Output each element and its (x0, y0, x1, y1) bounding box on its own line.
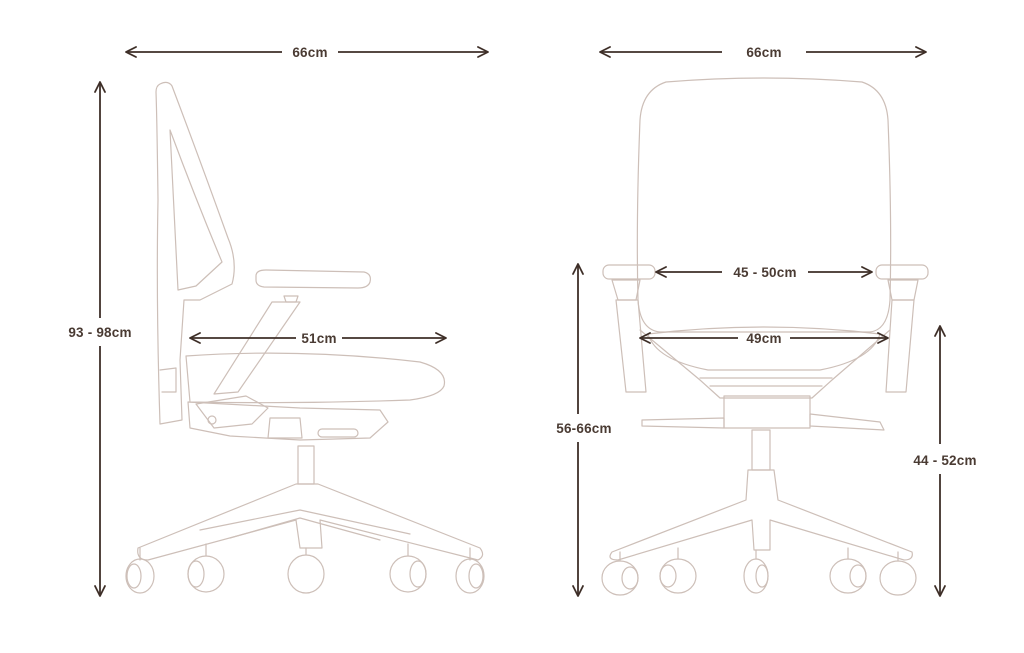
side-armrest (255, 269, 371, 289)
front-width-label: 66cm (746, 45, 781, 60)
front-backrest (636, 77, 892, 333)
front-left-armrest (602, 264, 656, 280)
side-width-label: 66cm (292, 45, 327, 60)
front-seat-width-label: 49cm (746, 331, 781, 346)
front-view-chair (601, 77, 929, 596)
side-view-chair (125, 81, 485, 594)
front-seat-height-label: 44 - 52cm (913, 453, 976, 468)
front-base (609, 469, 913, 561)
front-gas-cylinder (751, 429, 771, 471)
side-seat-depth-dimension: 51cm (189, 331, 447, 346)
side-gas-cylinder (297, 445, 315, 485)
front-right-armrest (875, 264, 929, 280)
side-seat-depth-label: 51cm (301, 331, 336, 346)
front-armrest-width-dimension: 45 - 50cm (655, 265, 873, 280)
side-backrest (155, 81, 235, 425)
front-seat-width-dimension: 49cm (639, 331, 889, 346)
front-armrest-height-dimension: 56-66cm (556, 263, 612, 597)
side-height-dimension: 93 - 98cm (68, 81, 131, 597)
front-seat-height-dimension: 44 - 52cm (913, 325, 976, 597)
front-wheels (601, 547, 917, 596)
front-width-dimension: 66cm (599, 45, 927, 60)
front-armrest-height-label: 56-66cm (556, 421, 611, 436)
side-width-dimension: 66cm (125, 45, 489, 60)
side-height-label: 93 - 98cm (68, 325, 131, 340)
side-wheels (125, 543, 485, 594)
side-base (137, 483, 484, 561)
front-armrest-width-label: 45 - 50cm (733, 265, 796, 280)
side-seat (185, 352, 446, 404)
